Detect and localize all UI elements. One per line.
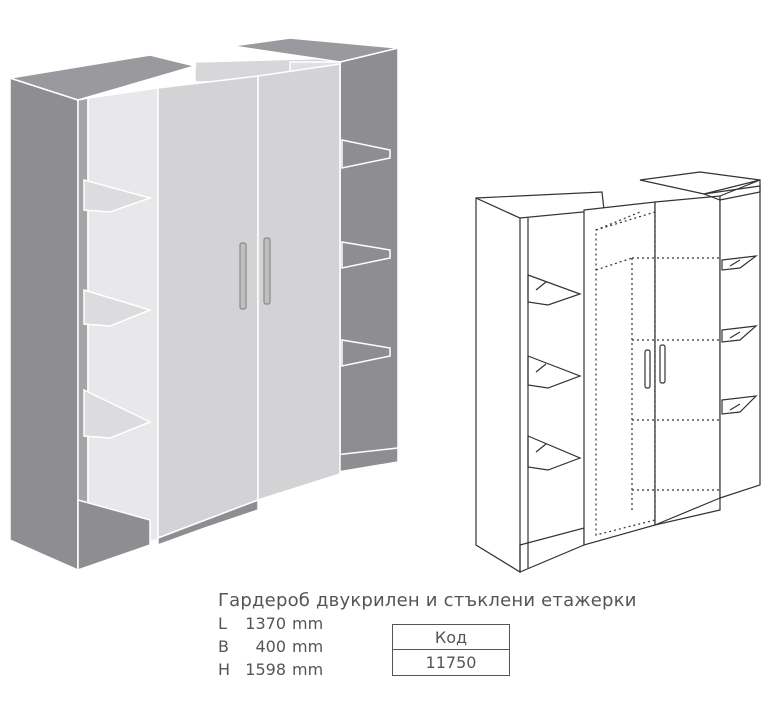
product-code-table: Код 11750 xyxy=(392,624,510,676)
dimension-unit: mm xyxy=(292,660,324,679)
product-title: Гардероб двукрилен и стъклени етажерки xyxy=(218,590,637,611)
code-value: 11750 xyxy=(425,653,477,672)
dimension-label: H xyxy=(218,660,231,679)
dimension-label: B xyxy=(218,637,229,656)
dimension-depth: B 400 mm xyxy=(218,637,323,656)
dimension-height: H 1598 mm xyxy=(218,660,323,679)
dimension-label: L xyxy=(218,614,227,633)
dimension-value: 1598 xyxy=(245,660,286,679)
dimension-value: 400 xyxy=(255,637,286,656)
dimension-unit: mm xyxy=(292,614,324,633)
wardrobe-line-drawing xyxy=(475,171,761,574)
wardrobe-shaded-view xyxy=(9,37,399,572)
dimension-value: 1370 xyxy=(245,614,286,633)
dimension-unit: mm xyxy=(292,637,324,656)
dimension-length: L 1370 mm xyxy=(218,614,323,633)
code-header: Код xyxy=(393,625,509,650)
